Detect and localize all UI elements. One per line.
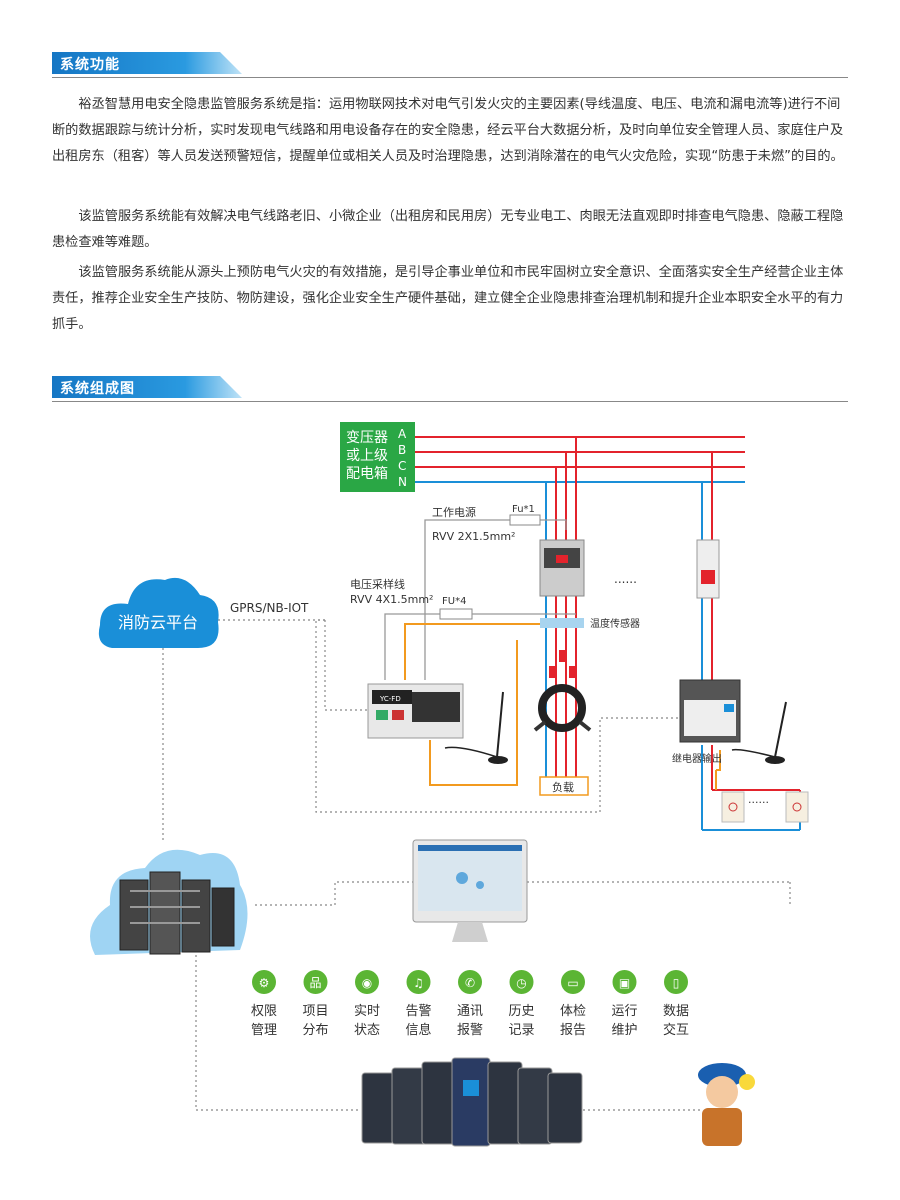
- server-cloud-icon: [90, 849, 248, 955]
- network-label: GPRS/NB-IOT: [230, 601, 309, 615]
- power-cable: RVV 2X1.5mm²: [432, 530, 515, 543]
- desktop-monitor: [412, 839, 528, 942]
- temp-sensor-label: 温度传感器: [590, 617, 640, 630]
- feature-label-line1: 权限: [251, 1003, 277, 1019]
- feature-label-line2: 报告: [560, 1023, 586, 1038]
- feature-label-line2: 状态: [354, 1023, 380, 1038]
- network-icon: [303, 970, 328, 994]
- clock-icon: [509, 970, 534, 994]
- branch-breaker: [696, 539, 720, 599]
- voltage-cable: RVV 4X1.5mm²: [350, 593, 433, 606]
- feature-label-line2: 管理: [251, 1023, 277, 1038]
- gear-icon: [252, 970, 276, 994]
- phase-a: A: [398, 427, 407, 441]
- transformer-box: [340, 422, 415, 492]
- phase-b: B: [398, 443, 406, 457]
- section-title: 系统组成图: [60, 381, 135, 397]
- network-icon-glyph: 品: [309, 976, 321, 990]
- outlets: [721, 791, 809, 823]
- feature-label-line1: 实时: [354, 1004, 380, 1019]
- phone-icon-glyph: ✆: [465, 976, 475, 990]
- paragraph-3: 该监管服务系统能从源头上预防电气火灾的有效措施，是引导企事业单位和市民牢固树立安…: [52, 265, 844, 332]
- power-wire: [424, 514, 567, 680]
- feature-label-line2: 维护: [611, 1023, 637, 1038]
- phone-icon: [458, 970, 482, 994]
- system-diagram: 变压器 或上级 配电箱 A B C N ......: [90, 422, 809, 1147]
- fuse-1-label: Fu*1: [512, 504, 535, 515]
- bell-icon-glyph: ♫: [413, 976, 424, 990]
- outlet-dots: ......: [748, 793, 769, 806]
- voltage-label: 电压采样线: [350, 577, 405, 591]
- mobile-icon: [664, 970, 688, 994]
- section-tab: 系统功能: [52, 52, 242, 74]
- power-label: 工作电源: [432, 505, 476, 519]
- transformer-line-3: 配电箱: [346, 466, 388, 482]
- divider: [52, 401, 848, 402]
- transformer-line-2: 或上级: [346, 448, 388, 464]
- voltage-wire: [384, 608, 576, 680]
- dotted-links: [162, 619, 791, 1111]
- monitor-icon-glyph: ▣: [619, 976, 630, 990]
- mobile-icon-glyph: ▯: [673, 976, 680, 990]
- relay-device: [679, 679, 741, 743]
- phase-c: C: [398, 459, 406, 473]
- feature-label-line1: 体检: [560, 1004, 586, 1019]
- monitor-icon: [612, 970, 637, 994]
- feature-label-line1: 项目: [302, 1004, 328, 1019]
- temp-sensor: [540, 618, 584, 628]
- current-transformers: [533, 650, 592, 732]
- folder-icon-glyph: ▭: [567, 976, 578, 990]
- paragraph-2: 该监管服务系统能有效解决电气线路老旧、小微企业（出租房和民用房）无专业电工、肉眼…: [52, 209, 844, 250]
- section-tab: 系统组成图: [52, 376, 242, 398]
- phase-n: N: [398, 475, 407, 489]
- fuse-4-label: FU*4: [442, 596, 466, 607]
- paragraph-1: 裕丞智慧用电安全隐患监管服务系统是指：运用物联网技术对电气引发火灾的主要因素(导…: [52, 97, 844, 164]
- transformer-line-1: 变压器: [346, 430, 388, 446]
- gear-icon-glyph: ⚙: [259, 976, 270, 990]
- divider: [52, 77, 848, 78]
- feature-label-line2: 交互: [663, 1022, 689, 1038]
- antenna-right: [731, 701, 787, 764]
- device-label: YC-FD: [379, 695, 401, 703]
- main-breaker: [539, 539, 585, 597]
- antenna-left: [444, 691, 508, 764]
- feature-label-line1: 告警: [405, 1003, 431, 1019]
- feature-label-line2: 信息: [405, 1022, 431, 1038]
- feature-label-line1: 历史: [508, 1004, 534, 1019]
- feature-label-line1: 运行: [611, 1004, 637, 1019]
- dots-label: ......: [614, 572, 637, 586]
- monitoring-device: [367, 683, 464, 739]
- phone-screens: [361, 1057, 583, 1147]
- load-wires: [429, 640, 721, 796]
- feature-label-line1: 通讯: [457, 1004, 483, 1019]
- eye-icon-glyph: ◉: [362, 976, 372, 990]
- cloud-platform: [98, 577, 219, 648]
- folder-icon: [561, 970, 585, 994]
- worker-icon: [698, 1063, 755, 1146]
- load-label: 负载: [552, 780, 574, 794]
- bell-icon: [406, 970, 431, 994]
- clock-icon-glyph: ◷: [516, 976, 527, 990]
- feature-label-line2: 分布: [302, 1023, 328, 1038]
- relay-output-label: 继电器输出: [672, 752, 722, 765]
- section-title: 系统功能: [60, 57, 120, 73]
- cloud-platform-label: 消防云平台: [118, 613, 198, 632]
- bus-lines: [415, 436, 801, 831]
- eye-icon: [355, 970, 379, 994]
- feature-label-line2: 报警: [457, 1022, 483, 1038]
- feature-label-line2: 记录: [508, 1023, 534, 1038]
- feature-label-line1: 数据: [663, 1004, 689, 1019]
